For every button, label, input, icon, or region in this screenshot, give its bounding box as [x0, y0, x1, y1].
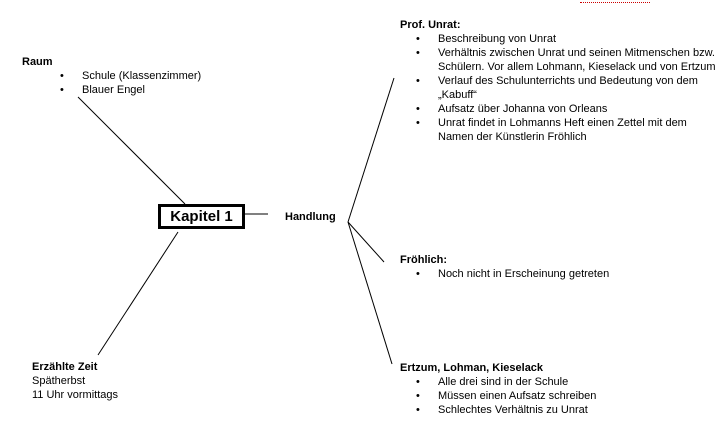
center-node: Kapitel 1 [158, 204, 245, 229]
froehlich-list: Noch nicht in Erscheinung getreten [416, 267, 718, 281]
raum-title: Raum [22, 56, 53, 68]
list-item: Unrat findet in Lohmanns Heft einen Zett… [416, 116, 718, 144]
top-edge-underline [580, 0, 650, 3]
froehlich-title: Fröhlich: [400, 254, 448, 266]
ertzum-block: Ertzum, Lohman, Kieselack Alle drei sind… [400, 361, 718, 417]
raum-block: Raum Schule (Klassenzimmer) Blauer Engel [22, 55, 252, 97]
line-ertzum [347, 221, 393, 365]
zeit-title: Erzählte Zeit [32, 361, 98, 373]
list-item: Verhältnis zwischen Unrat und seinen Mit… [416, 46, 718, 74]
zeit-line: Spätherbst [32, 375, 86, 387]
list-item: Schlechtes Verhältnis zu Unrat [416, 403, 718, 417]
list-item: Aufsatz über Johanna von Orleans [416, 102, 718, 116]
zeit-block: Erzählte Zeit Spätherbst 11 Uhr vormitta… [32, 360, 232, 402]
list-item: Noch nicht in Erscheinung getreten [416, 267, 718, 281]
ertzum-title: Ertzum, Lohman, Kieselack [400, 362, 544, 374]
list-item: Beschreibung von Unrat [416, 32, 718, 46]
line-froehlich [347, 221, 385, 263]
zeit-line: 11 Uhr vormittags [32, 389, 118, 401]
line-unrat [347, 77, 395, 223]
unrat-list: Beschreibung von Unrat Verhältnis zwisch… [416, 32, 718, 144]
unrat-block: Prof. Unrat: Beschreibung von Unrat Verh… [400, 18, 718, 144]
raum-list: Schule (Klassenzimmer) Blauer Engel [60, 69, 252, 97]
unrat-title: Prof. Unrat: [400, 19, 461, 31]
line-zeit [97, 231, 179, 356]
list-item: Schule (Klassenzimmer) [60, 69, 252, 83]
ertzum-list: Alle drei sind in der Schule Müssen eine… [416, 375, 718, 417]
list-item: Alle drei sind in der Schule [416, 375, 718, 389]
froehlich-block: Fröhlich: Noch nicht in Erscheinung getr… [400, 253, 718, 281]
line-raum [77, 96, 186, 205]
list-item: Verlauf des Schulunterrichts und Bedeutu… [416, 74, 718, 102]
handlung-node: Handlung [285, 211, 336, 223]
list-item: Blauer Engel [60, 83, 252, 97]
list-item: Müssen einen Aufsatz schreiben [416, 389, 718, 403]
